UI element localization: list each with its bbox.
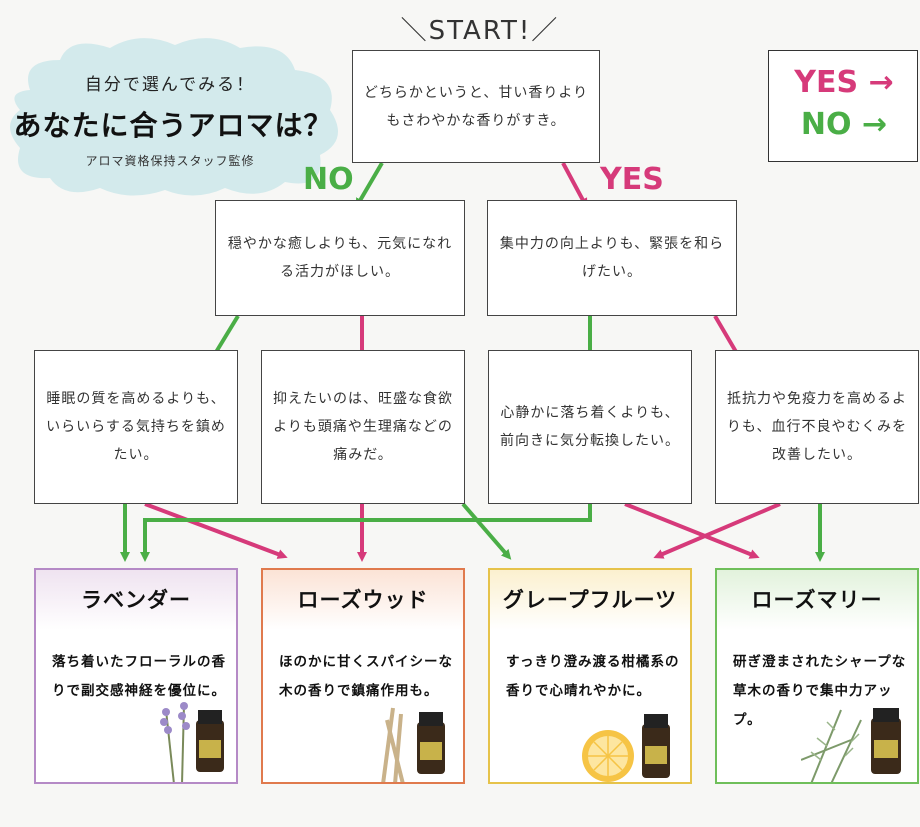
grapefruit-bottle-icon <box>582 714 670 782</box>
arrow-q3a-yes <box>144 502 288 559</box>
question-text-3d: 抵抗力や免疫力を高めるよりも、血行不良やむくみを改善したい。 <box>726 391 908 463</box>
arrow-q3b-no <box>461 502 512 560</box>
arrow-q3c-yes <box>624 502 760 559</box>
question-box-2-left: 穏やかな癒しよりも、元気になれる活力がほしい。 <box>215 200 465 316</box>
arrow-q3d-yes <box>653 502 781 559</box>
arrow-q1-yes <box>561 162 588 209</box>
card-band <box>490 570 690 630</box>
start-label: ＼START!／ <box>400 16 560 46</box>
result-title-rosewood: ローズウッド <box>297 588 429 612</box>
card-band <box>36 570 236 630</box>
rosemary-bottle-icon <box>801 708 901 782</box>
header-supervision-note: アロマ資格保持スタッフ監修 <box>85 154 255 168</box>
question-text-2-right: 集中力の向上よりも、緊張を和らげたい。 <box>499 236 725 280</box>
legend-yes-label: YES → <box>794 65 894 100</box>
branch-label-no: NO <box>303 162 354 197</box>
question-box-3a: 睡眠の質を高めるよりも、いらいらする気持ちを鎮めたい。 <box>34 350 238 504</box>
question-box-3c: 心静かに落ち着くよりも、前向きに気分転換したい。 <box>488 350 692 504</box>
question-box-2-right: 集中力の向上よりも、緊張を和らげたい。 <box>487 200 737 316</box>
result-desc-lavender: 落ち着いたフローラルの香りで副交感神経を優位に。 <box>52 654 226 700</box>
header-subtitle: 自分で選んでみる！ <box>84 75 256 95</box>
question-box-3b: 抑えたいのは、旺盛な食欲よりも頭痛や生理痛などの痛みだ。 <box>261 350 465 504</box>
result-card-rosewood: ローズウッド ほのかに甘くスパイシーな木の香りで鎮痛作用も。 <box>261 568 465 784</box>
arrow-q3c-no <box>140 504 592 562</box>
result-title-lavender: ラベンダー <box>81 588 191 612</box>
result-desc-rosemary: 研ぎ澄まされたシャープな草木の香りで集中力アップ。 <box>733 654 907 729</box>
header-title: あなたに合うアロマは？ <box>13 109 333 142</box>
result-title-rosemary: ローズマリー <box>751 588 883 612</box>
result-card-grapefruit: グレープフルーツ すっきり澄み渡る柑橘系の香りで心晴れやかに。 <box>488 568 692 784</box>
legend-no-label: NO → <box>800 107 888 142</box>
question-box-3d: 抵抗力や免疫力を高めるよりも、血行不良やむくみを改善したい。 <box>715 350 919 504</box>
rosewood-bottle-icon <box>381 707 445 782</box>
result-desc-rosewood: ほのかに甘くスパイシーな木の香りで鎮痛作用も。 <box>279 654 453 700</box>
lavender-bottle-icon <box>160 702 224 782</box>
question-text-2-left: 穏やかな癒しよりも、元気になれる活力がほしい。 <box>227 236 453 280</box>
card-band <box>717 570 917 630</box>
title-cloud-badge <box>10 38 338 196</box>
arrow-q1-no <box>355 161 384 209</box>
result-desc-grapefruit: すっきり澄み渡る柑橘系の香りで心晴れやかに。 <box>506 654 680 700</box>
result-title-grapefruit: グレープフルーツ <box>502 588 678 612</box>
legend-box: YES → NO → <box>768 50 918 162</box>
card-band <box>263 570 463 630</box>
result-card-lavender: ラベンダー 落ち着いたフローラルの香りで副交感神経を優位に。 <box>34 568 238 784</box>
branch-label-yes: YES <box>600 162 664 197</box>
question-text-1: どちらかというと、甘い香りよりもさわやかな香りがすき。 <box>363 84 589 129</box>
question-text-3c: 心静かに落ち着くよりも、前向きに気分転換したい。 <box>500 405 680 449</box>
question-text-3b: 抑えたいのは、旺盛な食欲よりも頭痛や生理痛などの痛みだ。 <box>273 391 453 463</box>
question-box-1: どちらかというと、甘い香りよりもさわやかな香りがすき。 <box>352 50 600 163</box>
result-card-rosemary: ローズマリー 研ぎ澄まされたシャープな草木の香りで集中力アップ。 <box>715 568 919 784</box>
question-text-3a: 睡眠の質を高めるよりも、いらいらする気持ちを鎮めたい。 <box>46 391 226 463</box>
